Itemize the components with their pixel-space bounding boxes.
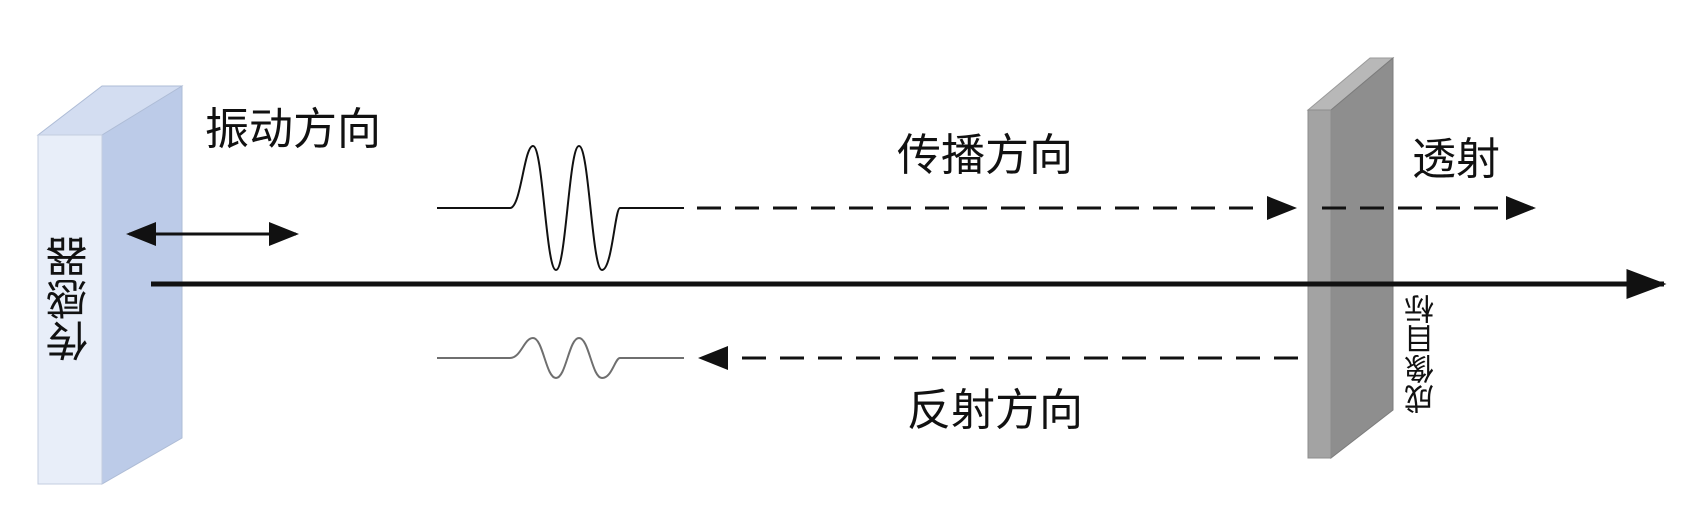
propagation-direction-label: 传播方向 [897, 130, 1073, 181]
reflection-direction-label: 反射方向 [907, 385, 1083, 436]
imaging-target-label: 成像目标 [1405, 294, 1440, 414]
target-side-face [1330, 56, 1394, 460]
incident-wave [437, 144, 684, 272]
target-plate [1306, 56, 1395, 460]
transmission-label: 透射 [1412, 134, 1500, 185]
sensor-label: 传感器 [45, 236, 94, 362]
sensor-block [36, 85, 184, 485]
sensor-front-face [37, 134, 103, 485]
vibration-direction-label: 振动方向 [205, 104, 381, 155]
reflected-wave [437, 336, 684, 380]
